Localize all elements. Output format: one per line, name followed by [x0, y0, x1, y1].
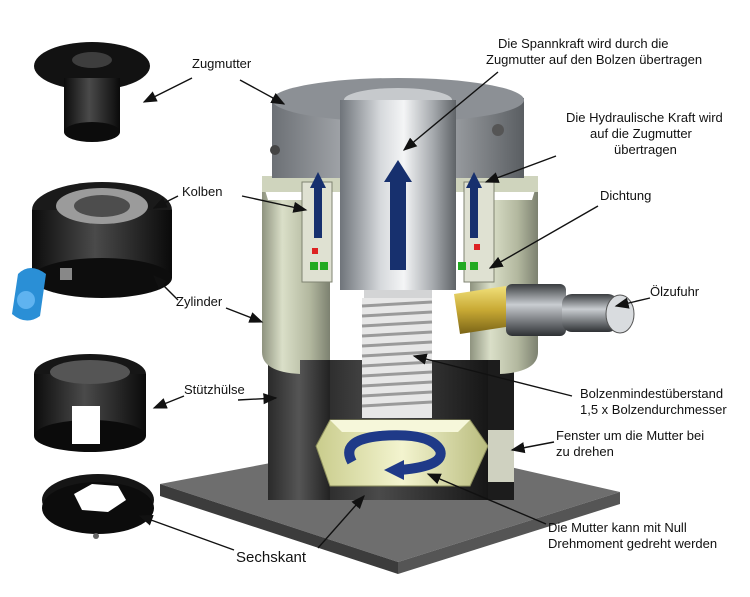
labels: Zugmutter Kolben Zylinder Stützhülse Sec… [176, 36, 727, 566]
thumb-hex-insert [42, 474, 154, 539]
label-spannkraft-1: Die Spannkraft wird durch die [498, 36, 669, 51]
label-hydraulisch-1: Die Hydraulische Kraft wird [566, 110, 723, 125]
oil-coupler [454, 284, 635, 336]
label-sechskant: Sechskant [236, 549, 307, 566]
label-oelzufuhr: Ölzufuhr [650, 284, 700, 299]
thumb-pull-nut [34, 42, 150, 142]
force-arrows [310, 160, 482, 270]
label-mutter-1: Die Mutter kann mit Null [548, 520, 687, 535]
label-kolben: Kolben [182, 184, 222, 199]
label-mutter-2: Drehmoment gedreht werden [548, 536, 717, 551]
window-opening [488, 430, 514, 482]
rotation-arrow [344, 430, 446, 480]
label-bolzen-1: Bolzenmindestüberstand [580, 386, 723, 401]
leader-lines [138, 71, 651, 551]
label-bolzen-2: 1,5 x Bolzendurchmesser [580, 402, 727, 417]
thumb-cylinder [12, 182, 172, 321]
label-fenster-1: Fenster um die Mutter bei [556, 428, 704, 443]
label-hydraulisch-2: auf die Zugmutter [590, 126, 693, 141]
label-stuetzhuelse: Stützhülse [184, 382, 245, 397]
label-fenster-2: zu drehen [556, 444, 614, 459]
label-spannkraft-2: Zugmutter auf den Bolzen übertragen [486, 52, 702, 67]
thumb-support-sleeve [34, 354, 146, 452]
label-zugmutter: Zugmutter [192, 56, 252, 71]
label-dichtung: Dichtung [600, 188, 651, 203]
label-zylinder: Zylinder [176, 294, 223, 309]
label-hydraulisch-3: übertragen [614, 142, 677, 157]
